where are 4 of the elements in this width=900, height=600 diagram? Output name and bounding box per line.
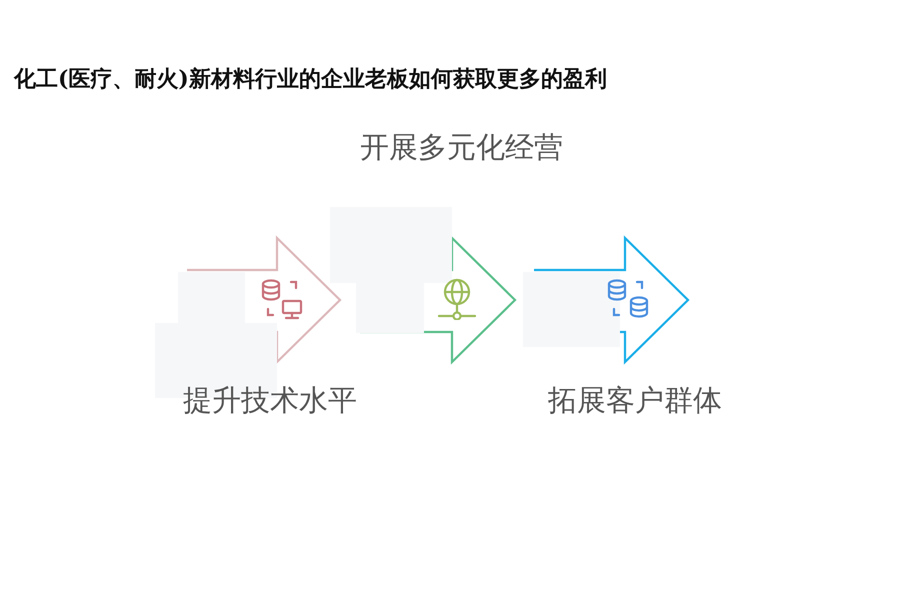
title: 化工(医疗、耐火)新材料行业的企业老板如何获取更多的盈利 — [14, 65, 607, 94]
step-label: 开展多元化经营 — [360, 130, 563, 165]
step-label: 提升技术水平 — [183, 383, 357, 418]
step-label: 拓展客户群体 — [548, 383, 722, 418]
